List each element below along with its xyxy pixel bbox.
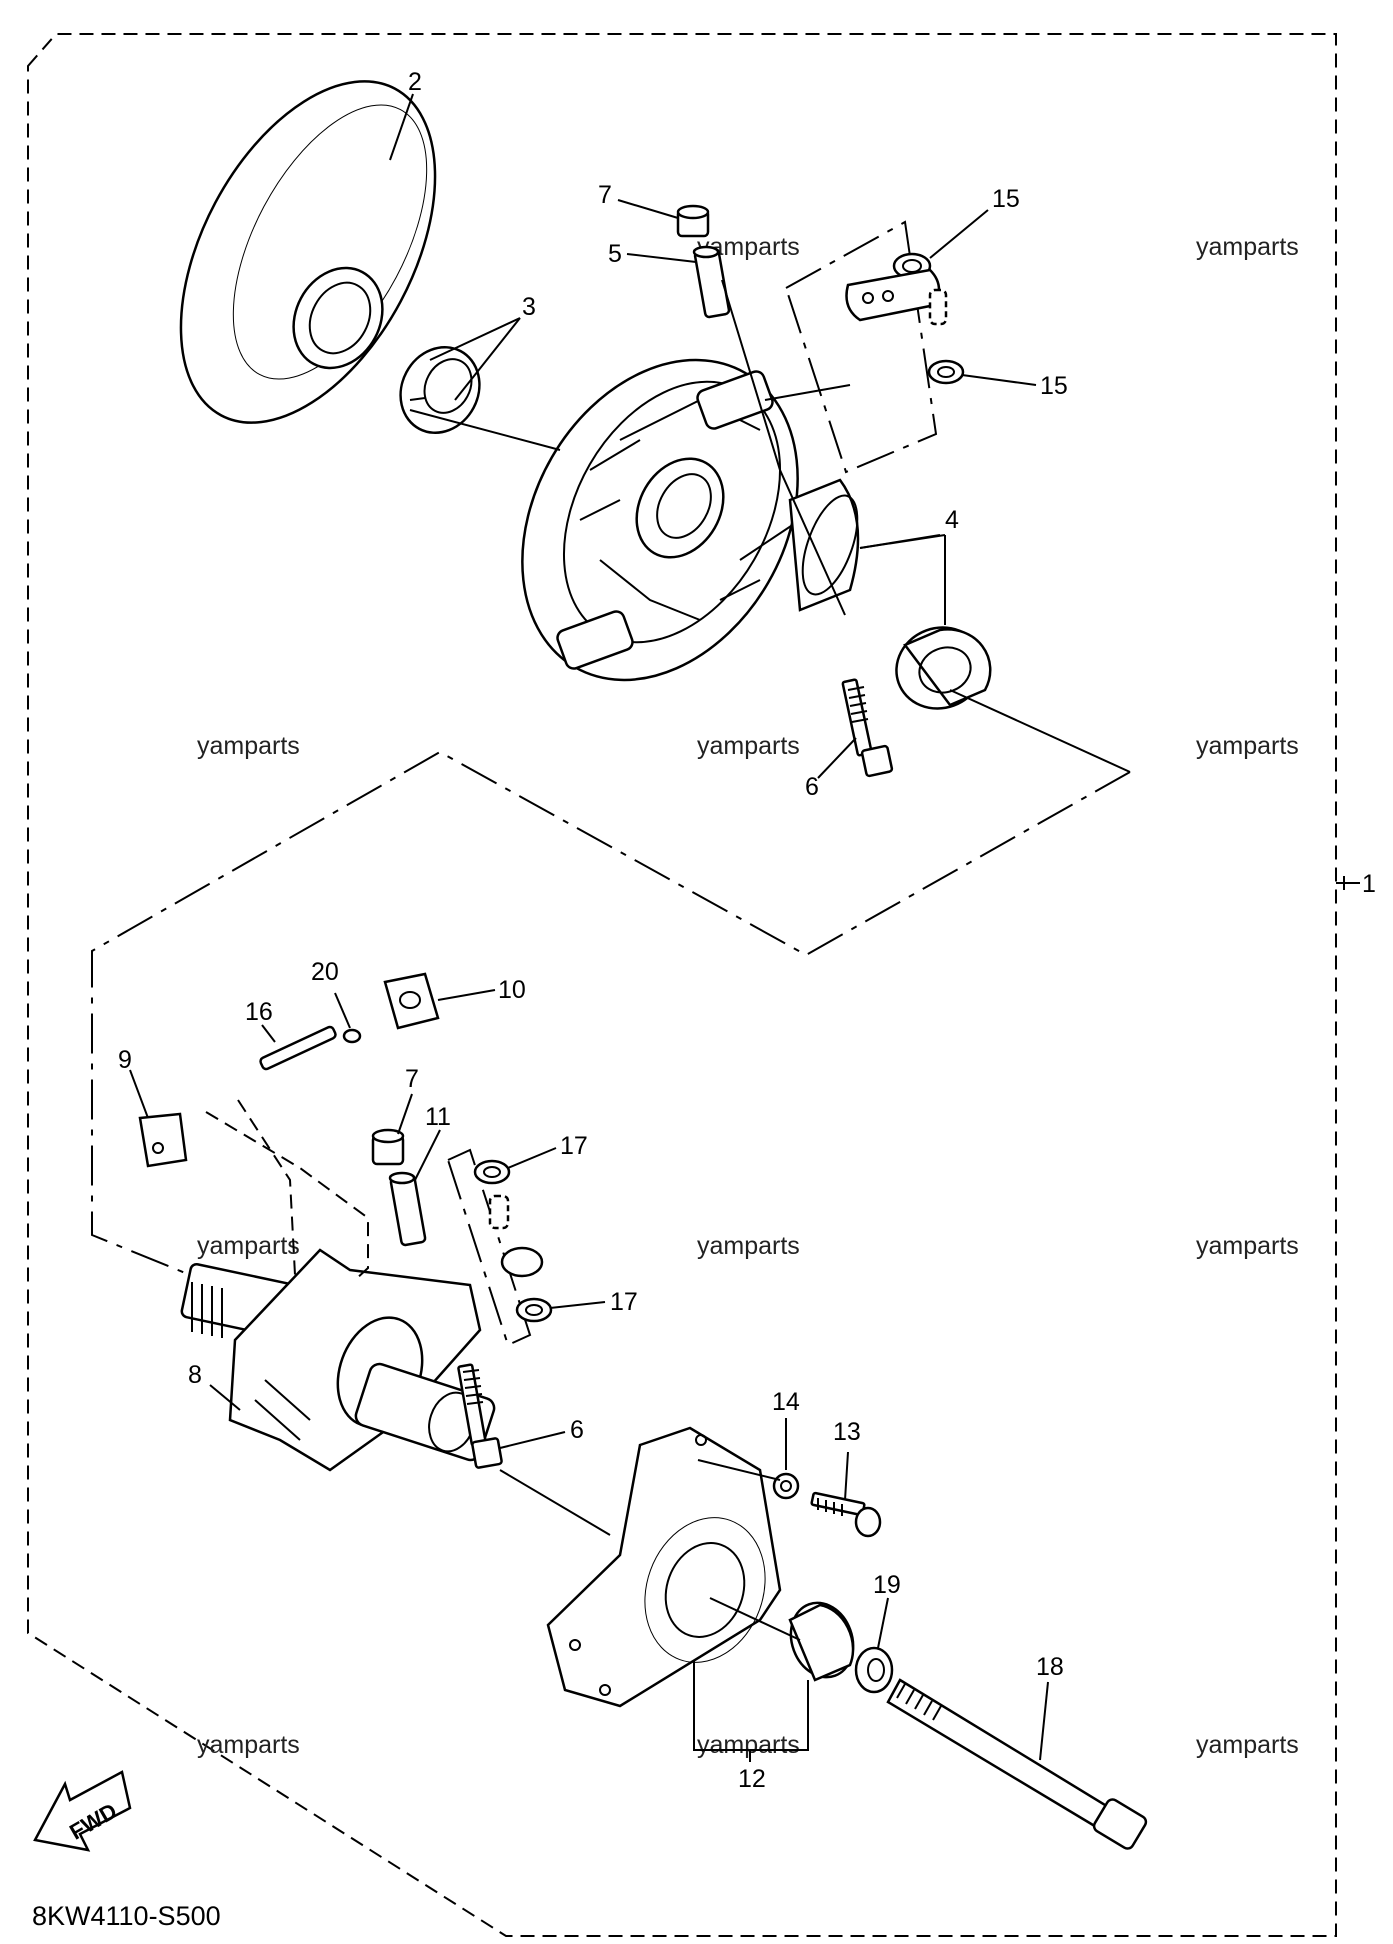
part-6-lower-bolt [457, 1363, 503, 1469]
part-3-collar [399, 346, 481, 434]
part-2-sheave-disc [179, 80, 437, 424]
part-19-washer [854, 1646, 894, 1694]
callout-7-lower: 7 [405, 1065, 419, 1093]
callout-17-lower: 17 [610, 1288, 638, 1316]
callout-13: 13 [833, 1418, 861, 1446]
part-5-pin [692, 245, 731, 319]
callout-10: 10 [498, 976, 526, 1004]
callout-6-lower: 6 [570, 1416, 584, 1444]
part-16-pin [259, 1025, 337, 1071]
primary-sheave-housing [521, 358, 860, 682]
watermark: yamparts [1196, 233, 1299, 261]
callout-5: 5 [608, 240, 622, 268]
callout-16: 16 [245, 998, 273, 1026]
watermark: yamparts [197, 1731, 300, 1759]
callout-11: 11 [425, 1103, 451, 1131]
callout-19: 19 [873, 1571, 901, 1599]
part-17-roller-kit [446, 1148, 553, 1347]
callout-labels: 1 2 3 4 5 6 6 7 7 8 9 10 11 12 13 1 [118, 68, 1376, 1793]
watermark: yamparts [1196, 732, 1299, 760]
part-6-upper-bolt [841, 678, 894, 778]
part-10-slider-block [383, 972, 440, 1030]
callout-20: 20 [311, 958, 339, 986]
callout-12: 12 [738, 1765, 766, 1793]
fwd-arrow-icon: FWD [33, 1770, 132, 1852]
watermark: yamparts [197, 732, 300, 760]
assembly-frame [27, 33, 1337, 1937]
part-12-cover-plate [546, 1426, 782, 1708]
part-9-slider-block [138, 1112, 188, 1168]
callout-2: 2 [408, 68, 422, 96]
callout-18: 18 [1036, 1653, 1064, 1681]
part-13-bolt [810, 1491, 882, 1538]
callout-8: 8 [188, 1361, 202, 1389]
part-7-lower-nut [371, 1128, 405, 1166]
part-11-pin [388, 1171, 427, 1247]
watermark: yamparts [697, 732, 800, 760]
watermark: yamparts [1196, 1731, 1299, 1759]
callout-15-upper: 15 [992, 185, 1020, 213]
callout-15-lower: 15 [1040, 372, 1068, 400]
diagram-code: 8KW4110-S500 [32, 1901, 221, 1931]
watermark: yamparts [197, 1232, 300, 1260]
watermark: yamparts [697, 1232, 800, 1260]
part-14-washer [772, 1472, 800, 1500]
part-20-o-ring [342, 1028, 362, 1044]
part-8-spider-shaft [180, 1248, 496, 1472]
callout-4: 4 [945, 506, 959, 534]
callout-3: 3 [522, 293, 536, 321]
callout-9: 9 [118, 1046, 132, 1074]
part-12-sleeve [788, 1601, 855, 1682]
part-7-upper-nut [676, 204, 710, 238]
callout-7-upper: 7 [598, 181, 612, 209]
part-18-bolt [886, 1678, 1148, 1850]
watermark: yamparts [1196, 1232, 1299, 1260]
callout-14: 14 [772, 1388, 800, 1416]
watermark: yamparts [697, 1731, 800, 1759]
part-15-weight-arm-kit [784, 220, 965, 474]
callout-17-upper: 17 [560, 1132, 588, 1160]
part-4-bushing [895, 626, 992, 710]
callout-1: 1 [1362, 870, 1376, 898]
callout-6-upper: 6 [805, 773, 819, 801]
